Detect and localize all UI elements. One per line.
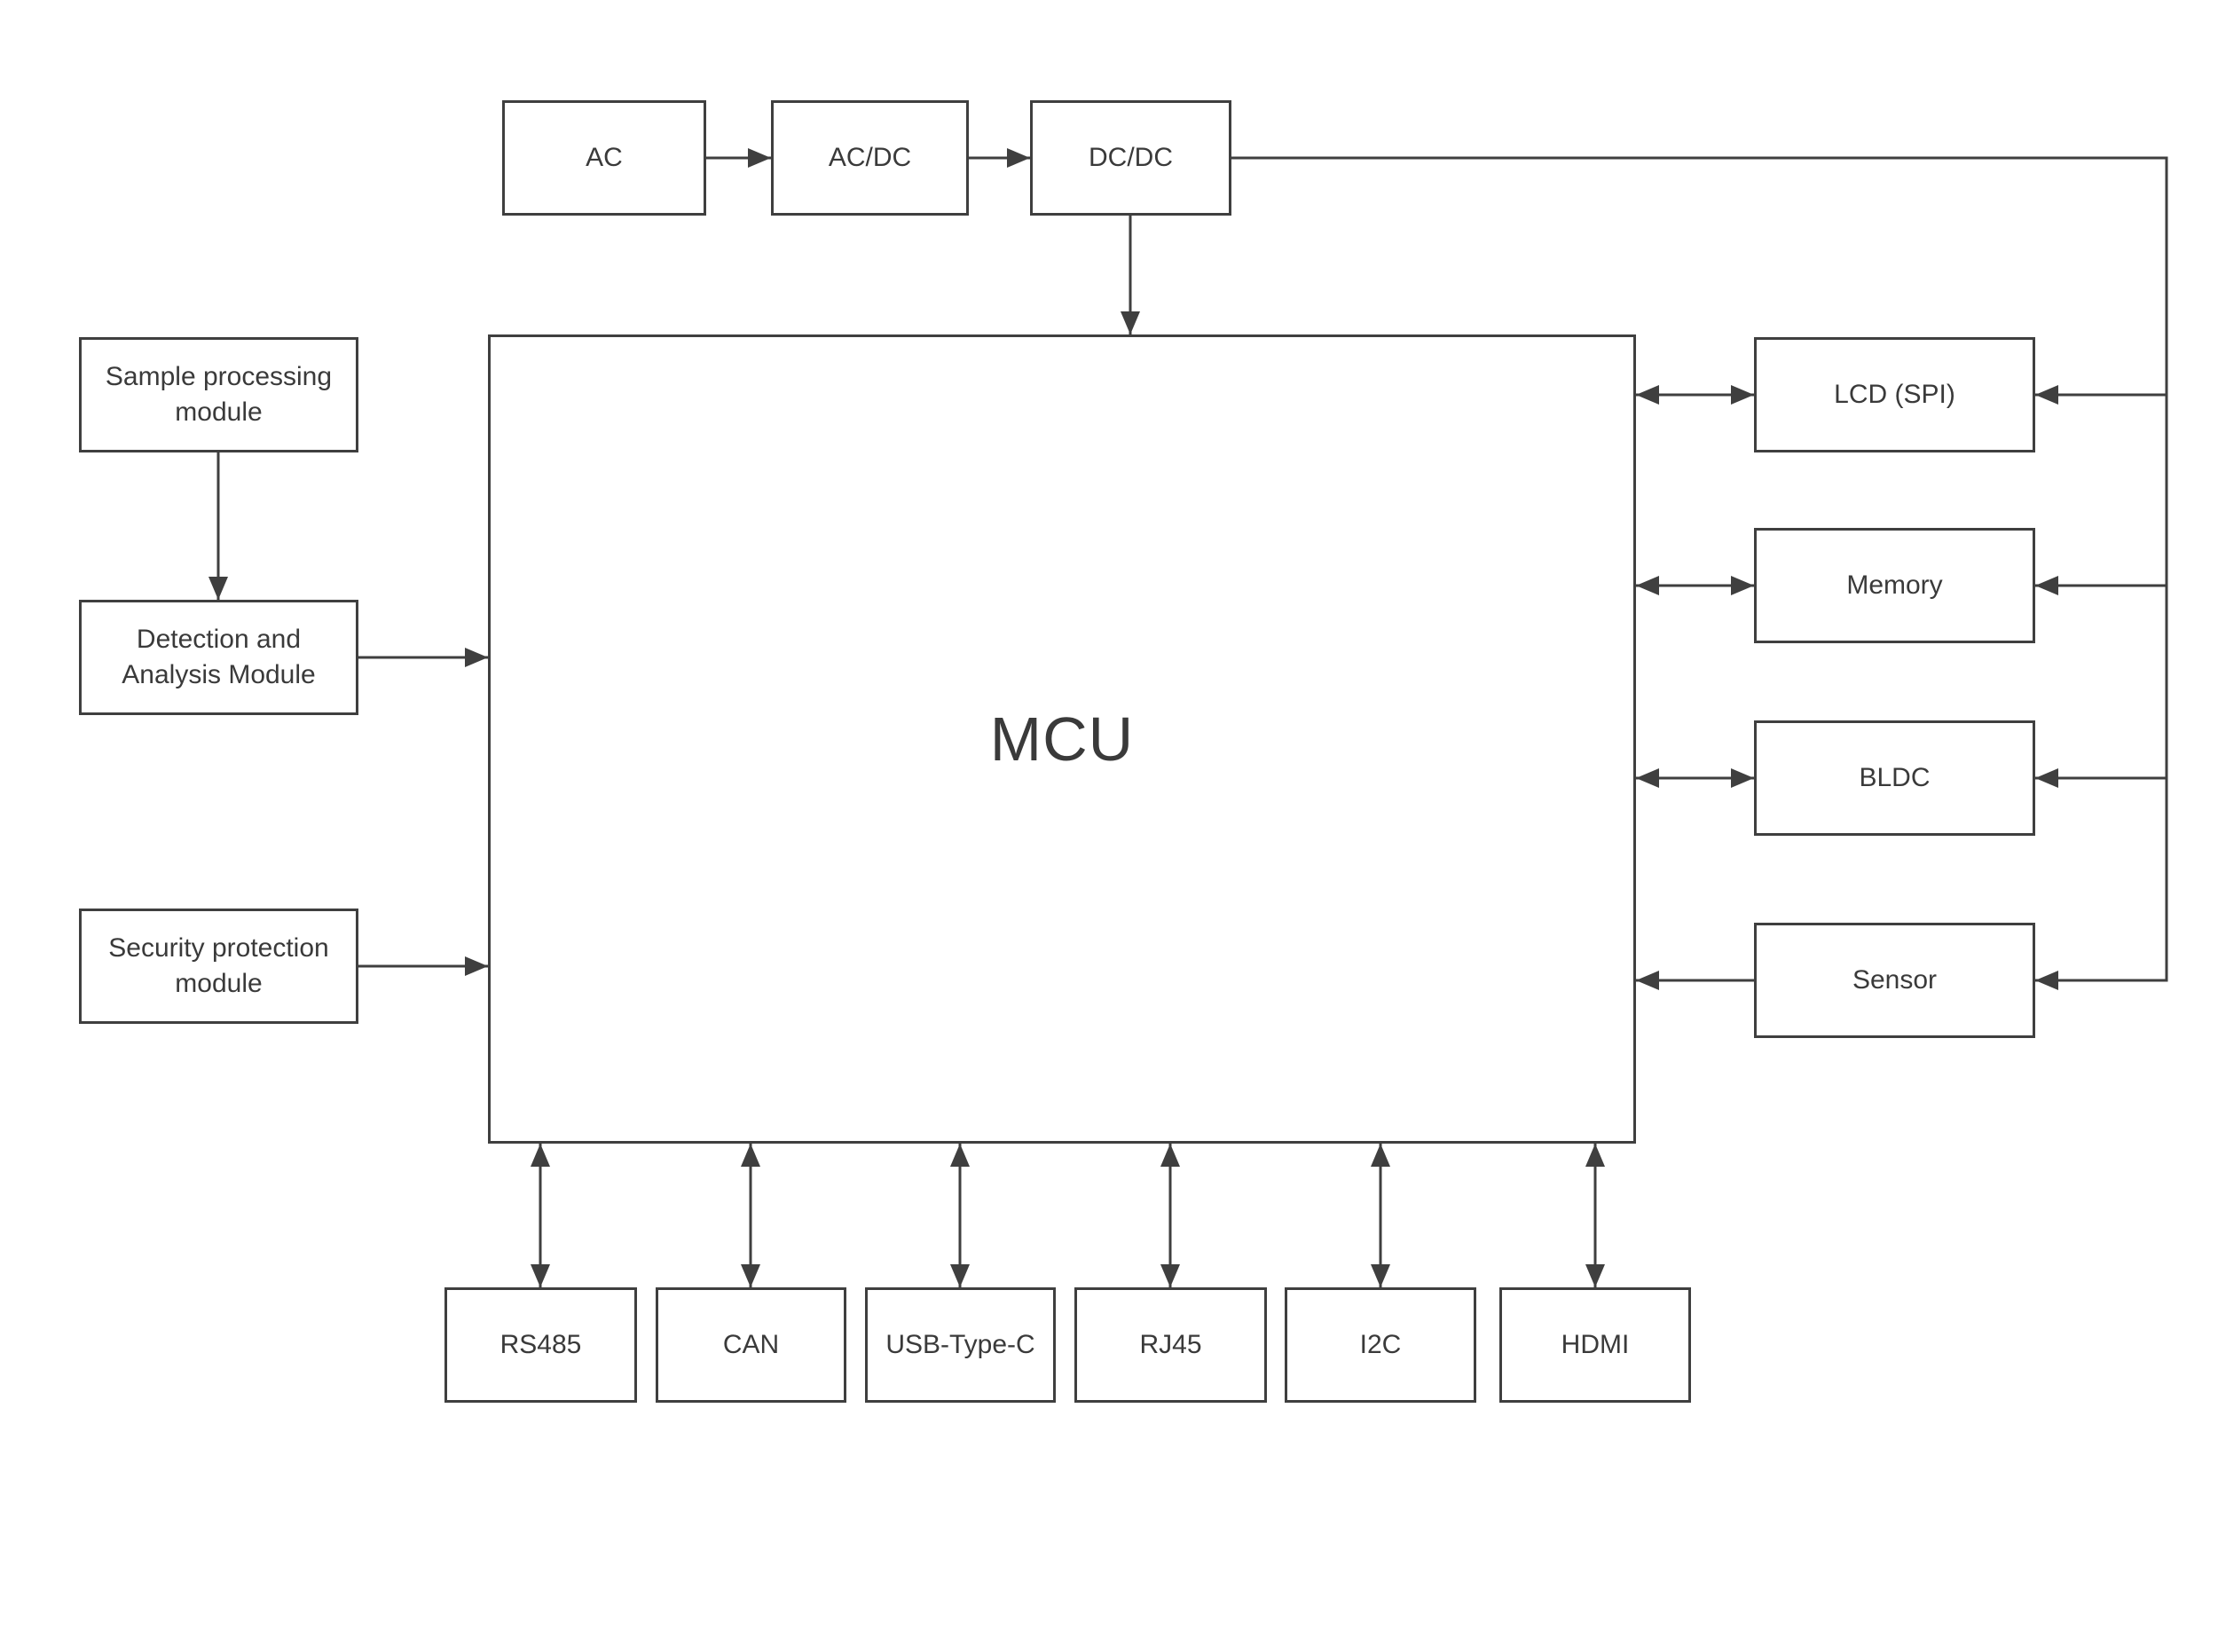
node-sample-processing: Sample processing module [79, 337, 358, 452]
node-lcd-spi: LCD (SPI) [1754, 337, 2035, 452]
node-can: CAN [656, 1287, 846, 1403]
node-ac: AC [502, 100, 706, 216]
node-acdc: AC/DC [771, 100, 969, 216]
node-dcdc: DC/DC [1030, 100, 1231, 216]
node-rs485: RS485 [444, 1287, 637, 1403]
node-hdmi: HDMI [1499, 1287, 1691, 1403]
node-sensor: Sensor [1754, 923, 2035, 1038]
node-usb-type-c: USB-Type-C [865, 1287, 1056, 1403]
node-bldc: BLDC [1754, 720, 2035, 836]
node-memory: Memory [1754, 528, 2035, 643]
node-rj45: RJ45 [1074, 1287, 1267, 1403]
node-mcu: MCU [488, 334, 1636, 1144]
node-security-protection: Security protection module [79, 909, 358, 1024]
node-detection-analysis: Detection and Analysis Module [79, 600, 358, 715]
node-i2c: I2C [1285, 1287, 1476, 1403]
